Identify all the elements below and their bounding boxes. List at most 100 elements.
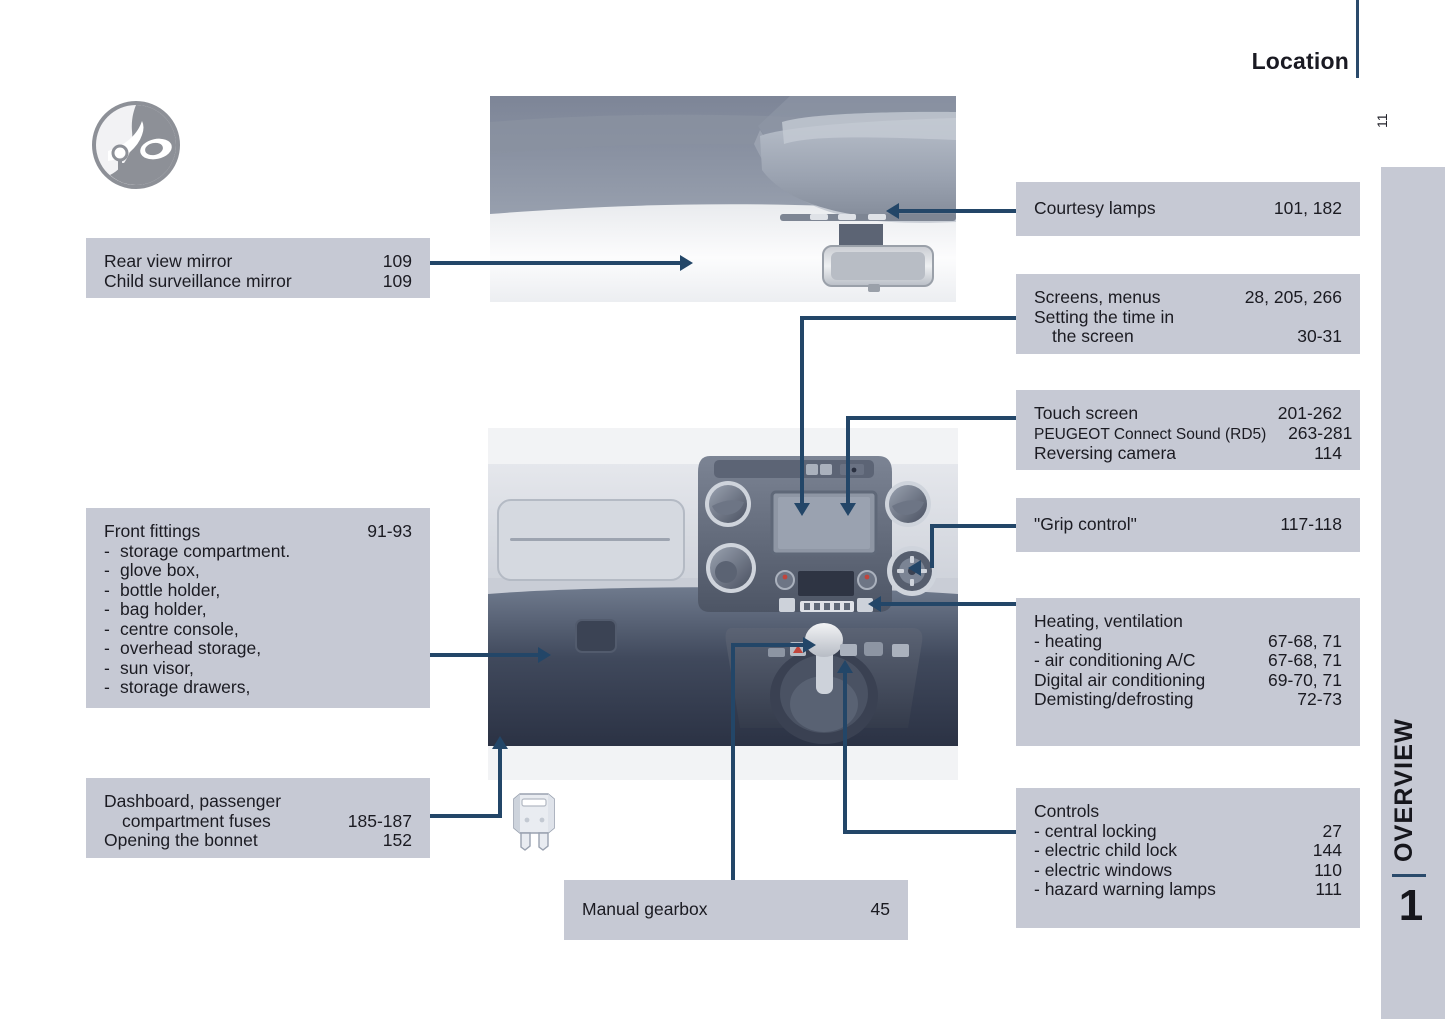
callout-page: 185-187: [347, 810, 412, 831]
callout-row: Front fittings 91-93: [104, 521, 412, 542]
fuses-callout[interactable]: Dashboard, passenger compartment fuses 1…: [86, 778, 430, 858]
leader-arrow-rear-view-mirror: [680, 255, 693, 271]
callout-row: Touch screen 201-262: [1034, 403, 1342, 424]
blade-fuse-icon: [508, 790, 562, 852]
leader-arrow-front-fittings: [538, 647, 551, 663]
courtesy-lamps-callout[interactable]: Courtesy lamps 101, 182: [1016, 182, 1360, 236]
leader-arrow-heating: [868, 596, 881, 612]
leader-line-gearbox-v: [731, 643, 735, 882]
callout-label: Child surveillance mirror: [104, 270, 292, 291]
rear-view-mirror-photo: [490, 96, 956, 302]
callout-label: Courtesy lamps: [1034, 198, 1156, 219]
list-item-label: centre console,: [120, 618, 239, 639]
header-rule: [1356, 0, 1359, 78]
leader-line-grip-control-v: [930, 524, 934, 568]
leader-line-controls-v: [843, 672, 847, 834]
list-item: -storage compartment.: [104, 540, 291, 561]
callout-page: 67-68, 71: [1268, 630, 1342, 651]
callout-page: 67-68, 71: [1268, 650, 1342, 670]
callout-page: 101, 182: [1273, 198, 1342, 219]
heating-ventilation-callout[interactable]: Heating, ventilation - heating 67-68, 71…: [1016, 598, 1360, 746]
leader-line-gearbox-h: [731, 643, 811, 647]
callout-label: - electric child lock: [1034, 840, 1177, 860]
callout-label: - hazard warning lamps: [1034, 879, 1216, 899]
callout-label: Screens, menus: [1034, 287, 1161, 307]
callout-page: 111: [1315, 879, 1342, 899]
callout-page: 114: [1314, 443, 1342, 463]
callout-page: 144: [1312, 840, 1342, 860]
callout-page: 110: [1314, 859, 1342, 880]
callout-row: Digital air conditioning 69-70, 71: [1034, 669, 1342, 691]
manual-gearbox-callout[interactable]: Manual gearbox 45: [564, 880, 908, 940]
callout-label: Manual gearbox: [582, 899, 708, 920]
callout-label: "Grip control": [1034, 514, 1137, 535]
dashboard-illustration: [488, 428, 958, 780]
leader-line-rear-view-mirror: [430, 261, 684, 265]
leader-arrow-courtesy-lamps: [886, 203, 899, 219]
callout-row: - electric windows 110: [1034, 859, 1342, 881]
leader-arrow-fuses: [492, 736, 508, 749]
controls-callout[interactable]: Controls - central locking 27 - electric…: [1016, 788, 1360, 928]
callout-label: Touch screen: [1034, 403, 1139, 423]
list-item-label: glove box,: [120, 560, 200, 580]
callout-page: 69-70, 71: [1268, 669, 1342, 690]
callout-label: the screen: [1052, 326, 1134, 346]
leader-line-front-fittings: [430, 653, 542, 657]
callout-row: - hazard warning lamps 111: [1034, 879, 1342, 900]
list-item: -centre console,: [104, 618, 239, 639]
leader-line-screens-menus-h: [800, 316, 1018, 320]
list-item: -bag holder,: [104, 599, 207, 619]
callout-page: 45: [870, 899, 890, 920]
callout-label: - central locking: [1034, 820, 1157, 841]
list-item: -glove box,: [104, 560, 200, 580]
callout-label: Digital air conditioning: [1034, 669, 1206, 690]
leader-line-fuses-v: [498, 748, 502, 818]
list-item-label: bottle holder,: [120, 579, 221, 600]
leader-line-courtesy-lamps: [898, 209, 1018, 213]
callout-page: 152: [382, 830, 412, 850]
section-number-label: 1: [1398, 881, 1424, 930]
list-item-label: storage compartment.: [120, 540, 291, 561]
section-name-label: OVERVIEW: [1390, 718, 1418, 862]
callout-row: "Grip control" 117-118: [1034, 515, 1342, 535]
callout-page: 117-118: [1280, 514, 1342, 535]
front-fittings-callout[interactable]: Front fittings 91-93 -storage compartmen…: [86, 508, 430, 708]
callout-label: PEUGEOT Connect Sound (RD5): [1034, 425, 1267, 443]
leader-line-touch-screen-h: [846, 416, 1018, 420]
callout-row: - electric child lock 144: [1034, 840, 1342, 861]
leader-line-grip-control-h: [930, 524, 1018, 528]
callout-row: Manual gearbox 45: [582, 900, 890, 920]
page-folio: 11: [1374, 113, 1390, 128]
callout-row: Dashboard, passenger: [104, 791, 412, 812]
callout-row: PEUGEOT Connect Sound (RD5) 263-281: [1034, 423, 1352, 445]
callout-page: 109: [382, 251, 412, 271]
callout-row: Child surveillance mirror 109: [104, 270, 412, 292]
callout-label: - air conditioning A/C: [1034, 650, 1196, 670]
callout-row: - central locking 27: [1034, 820, 1342, 842]
callout-label: Rear view mirror: [104, 251, 233, 271]
section-tab-divider: [1392, 874, 1426, 877]
touch-screen-callout[interactable]: Touch screen 201-262 PEUGEOT Connect Sou…: [1016, 390, 1360, 470]
callout-label: compartment fuses: [122, 810, 271, 831]
callout-page: 72-73: [1297, 689, 1342, 709]
grip-control-callout[interactable]: "Grip control" 117-118: [1016, 498, 1360, 552]
leader-arrow-grip-control: [908, 560, 921, 576]
list-item-label: sun visor,: [120, 657, 194, 678]
callout-row: - air conditioning A/C 67-68, 71: [1034, 650, 1342, 671]
list-item-label: overhead storage,: [120, 638, 262, 658]
section-tab-band: [1381, 167, 1445, 1019]
callout-row: compartment fuses 185-187: [104, 810, 412, 832]
leader-line-fuses-h: [430, 814, 502, 818]
leader-arrow-touch-screen: [840, 503, 856, 516]
callout-row: Heating, ventilation: [1034, 611, 1342, 632]
callout-page: 27: [1322, 820, 1342, 841]
callout-row: Screens, menus 28, 205, 266: [1034, 287, 1342, 308]
screens-menus-callout[interactable]: Screens, menus 28, 205, 266 Setting the …: [1016, 274, 1360, 354]
callout-row: Setting the time in: [1034, 307, 1342, 328]
callout-row: Reversing camera 114: [1034, 443, 1342, 464]
callout-page: 91-93: [367, 521, 412, 541]
leader-arrow-gearbox: [803, 637, 816, 653]
leader-arrow-screens-menus: [794, 503, 810, 516]
rear-view-mirror-callout[interactable]: Rear view mirror 109 Child surveillance …: [86, 238, 430, 298]
